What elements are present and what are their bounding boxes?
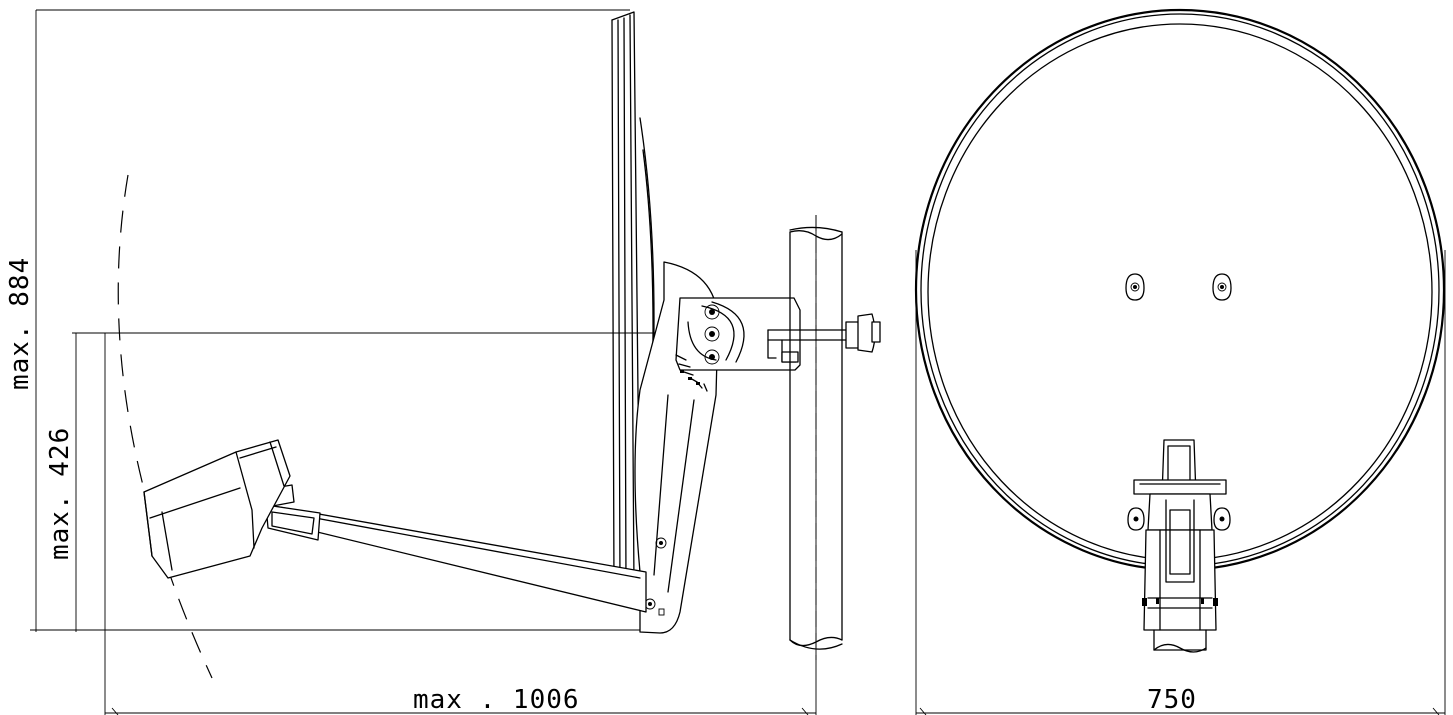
- upper-mount-holes: [1125, 273, 1232, 301]
- height-max-label: max. 884: [5, 257, 35, 390]
- lnb-side: [143, 439, 291, 579]
- lnb-swing-arc: [117, 174, 213, 679]
- mount-bracket: [675, 297, 881, 392]
- front-view: [914, 8, 1446, 653]
- dimension-lines: [30, 9, 1446, 715]
- mast: [789, 215, 843, 660]
- feed-arm: [261, 261, 719, 634]
- side-view: [117, 11, 881, 679]
- depth-max-label: max . 1006: [413, 685, 580, 715]
- lower-height-max-label: max. 426: [45, 427, 75, 560]
- dish-width-label: 750: [1147, 685, 1197, 715]
- arm-front: [1133, 439, 1227, 653]
- lower-mount-holes: [1127, 507, 1231, 531]
- elevation-scale: [675, 354, 708, 392]
